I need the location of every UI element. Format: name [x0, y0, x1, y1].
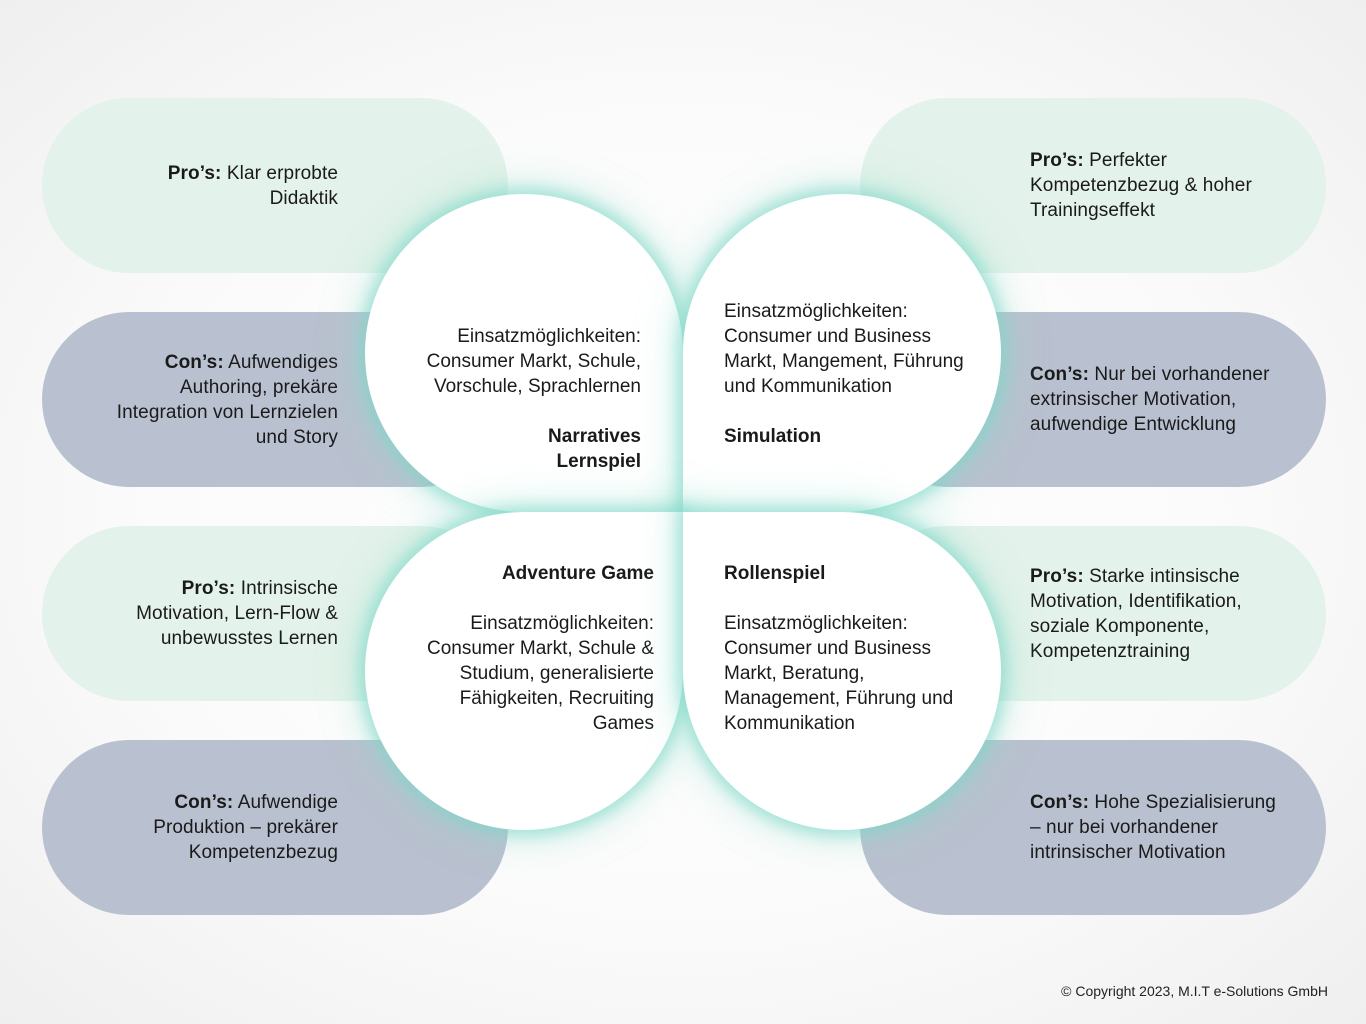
- pill-text: Con’s: Aufwendiges Authoring, prekäre In…: [88, 350, 338, 450]
- pill-narrative-pros: Pro’s: Klar erprobte Didaktik: [42, 98, 508, 273]
- cons-label: Con’s:: [1030, 364, 1090, 385]
- pill-text: Con’s: Aufwendige Produktion – prekärer …: [118, 790, 338, 865]
- circle-title: Narratives Lernspiel: [548, 426, 641, 472]
- cons-label: Con’s:: [1030, 792, 1090, 813]
- circle-simulation: Einsatzmöglichkeiten: Consumer und Busin…: [683, 194, 1001, 512]
- cons-text: Hohe Spezialisierung – nur bei vorhanden…: [1030, 792, 1276, 863]
- circle-uses: Einsatzmöglichkeiten: Consumer Markt, Sc…: [426, 613, 654, 734]
- circle-adventure: Adventure Game Einsatzmöglichkeiten: Con…: [365, 512, 683, 830]
- circle-roleplay: Rollenspiel Einsatzmöglichkeiten: Consum…: [683, 512, 1001, 830]
- circle-title: Simulation: [724, 426, 822, 447]
- circle-title: Adventure Game: [501, 563, 654, 584]
- pill-text: Pro’s: Perfekter Kompetenzbezug & hoher …: [1030, 148, 1290, 223]
- circle-uses: Einsatzmöglichkeiten: Consumer Markt, Sc…: [426, 326, 641, 397]
- pill-text: Pro’s: Klar erprobte Didaktik: [138, 161, 338, 211]
- cons-text: Aufwendige Produktion – prekärer Kompete…: [153, 792, 338, 863]
- cons-text: Nur bei vorhandener extrinsischer Motiva…: [1030, 364, 1270, 435]
- pill-text: Con’s: Nur bei vorhandener extrinsischer…: [1030, 362, 1300, 437]
- cons-label: Con’s:: [164, 351, 224, 373]
- pros-text: Intrinsische Motivation, Lern-Flow & unb…: [136, 578, 338, 649]
- pill-text: Con’s: Hohe Spezialisierung – nur bei vo…: [1030, 790, 1280, 865]
- pros-label: Pro’s:: [167, 162, 222, 184]
- pros-text: Klar erprobte Didaktik: [221, 162, 338, 209]
- cons-text: Aufwendiges Authoring, prekäre Integrati…: [116, 351, 338, 448]
- copyright-notice: © Copyright 2023, M.I.T e-Solutions GmbH: [1061, 983, 1328, 999]
- circle-narrative: Einsatzmöglichkeiten: Consumer Markt, Sc…: [365, 194, 683, 512]
- pros-text: Starke intinsische Motivation, Identifik…: [1030, 565, 1242, 662]
- pill-text: Pro’s: Starke intinsische Motivation, Id…: [1030, 564, 1280, 664]
- circle-uses: Einsatzmöglichkeiten: Consumer und Busin…: [724, 301, 964, 397]
- pros-label: Pro’s:: [1030, 150, 1084, 171]
- pros-text: Perfekter Kompetenzbezug & hoher Trainin…: [1030, 150, 1252, 221]
- cons-label: Con’s:: [174, 792, 234, 813]
- circle-title: Rollenspiel: [724, 563, 826, 584]
- circle-uses: Einsatzmöglichkeiten: Consumer und Busin…: [724, 613, 954, 734]
- pros-label: Pro’s:: [181, 578, 236, 599]
- pros-label: Pro’s:: [1030, 565, 1084, 587]
- pill-text: Pro’s: Intrinsische Motivation, Lern-Flo…: [98, 576, 338, 651]
